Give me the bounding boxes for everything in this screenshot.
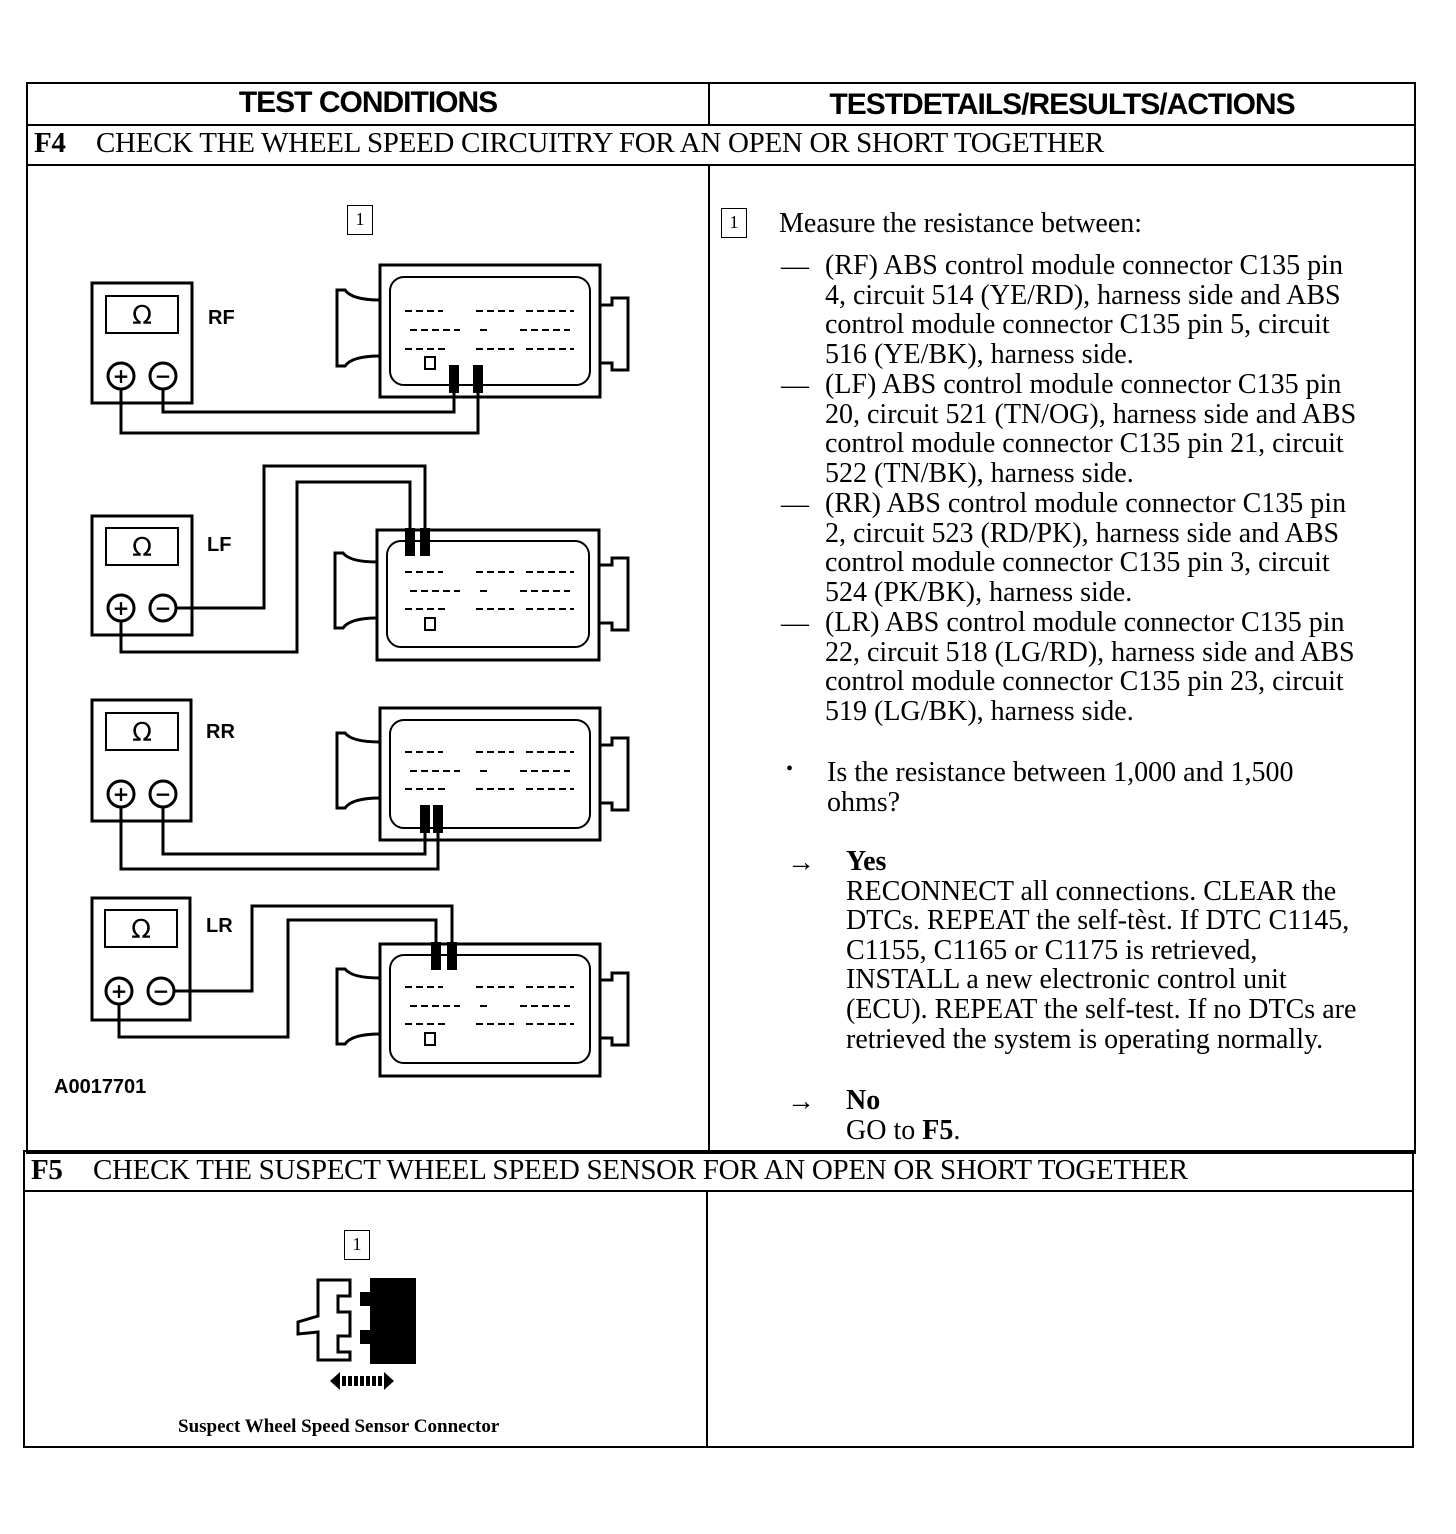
wire	[161, 372, 456, 414]
bullet: •	[786, 758, 794, 780]
step-number-box: 1	[347, 205, 373, 235]
header-test-conditions: TEST CONDITIONS	[238, 86, 498, 119]
svg-text:+: +	[111, 979, 128, 1003]
column-divider	[706, 1190, 708, 1448]
svg-text:−: −	[153, 979, 170, 1003]
svg-text:−: −	[155, 782, 172, 806]
yes-result: Yes RECONNECT all connections. CLEAR the…	[846, 846, 1357, 1055]
wire	[119, 807, 440, 871]
wire	[174, 904, 454, 993]
ohm-symbol: Ω	[131, 915, 151, 945]
goto-link[interactable]: F5	[922, 1114, 954, 1146]
connector-lr	[335, 942, 630, 1078]
section-title-f5: F5 CHECK THE SUSPECT WHEEL SPEED SENSOR F…	[31, 1154, 1188, 1187]
question: Is the resistance between 1,000 and 1,50…	[827, 757, 1294, 818]
table-frame-top	[26, 82, 1416, 1154]
dash: —	[781, 370, 809, 401]
list-item: (LR) ABS control module connector C135 p…	[825, 607, 1355, 727]
column-divider	[708, 164, 710, 1152]
svg-text:+: +	[113, 596, 130, 620]
section-code: F4	[34, 127, 66, 159]
svg-text:+: +	[113, 782, 130, 806]
ohm-symbol: Ω	[132, 533, 152, 563]
wire	[119, 480, 412, 654]
wire	[117, 918, 438, 1039]
dash: —	[781, 608, 809, 639]
step-number-box: 1	[721, 208, 747, 238]
section-code: F5	[31, 1154, 63, 1186]
arrow-icon: →	[787, 1086, 815, 1117]
divider	[26, 164, 1416, 166]
divider	[23, 1190, 1414, 1192]
step-number-box: 1	[344, 1230, 370, 1260]
list-item: (RR) ABS control module connector C135 p…	[825, 488, 1347, 608]
connector-rr	[335, 706, 630, 842]
section-title-f4: F4 CHECK THE WHEEL SPEED CIRCUITRY FOR AN…	[34, 127, 1104, 160]
column-divider	[708, 82, 710, 126]
meter-label-lr: LR	[206, 915, 233, 937]
ohm-symbol: Ω	[132, 301, 152, 331]
header-test-details: TESTDETAILS/RESULTS/ACTIONS	[829, 88, 1295, 121]
wire	[176, 464, 427, 610]
dash: —	[781, 489, 809, 520]
list-item: (RF) ABS control module connector C135 p…	[825, 250, 1343, 370]
no-result: No GO to F5.	[846, 1085, 961, 1146]
list-item: (LF) ABS control module connector C135 p…	[825, 369, 1357, 489]
connector-rf	[335, 263, 630, 399]
section-title-text: CHECK THE WHEEL SPEED CIRCUITRY FOR AN O…	[96, 127, 1104, 159]
wire	[119, 372, 480, 435]
connector-lf	[333, 528, 630, 662]
figure-caption: Suspect Wheel Speed Sensor Connector	[178, 1416, 500, 1437]
ohm-symbol: Ω	[132, 718, 152, 748]
wiring-figure: Ω Ω Ω Ω + − + − + − + −	[90, 263, 630, 1078]
step-intro: Measure the resistance between:	[779, 208, 1143, 239]
meter-label-rr: RR	[206, 721, 235, 743]
svg-text:−: −	[155, 364, 172, 388]
dash: —	[781, 251, 809, 282]
arrow-icon: →	[787, 847, 815, 878]
svg-text:+: +	[113, 364, 130, 388]
divider	[26, 124, 1416, 126]
table-frame-bottom	[23, 1150, 1414, 1448]
svg-text:−: −	[155, 596, 172, 620]
figure-id: A0017701	[54, 1076, 147, 1098]
meter-label-lf: LF	[207, 534, 232, 556]
wire	[161, 807, 427, 856]
meter-label-rf: RF	[208, 307, 235, 329]
sensor-connector-figure	[296, 1278, 416, 1390]
section-title-text: CHECK THE SUSPECT WHEEL SPEED SENSOR FOR…	[93, 1154, 1188, 1186]
